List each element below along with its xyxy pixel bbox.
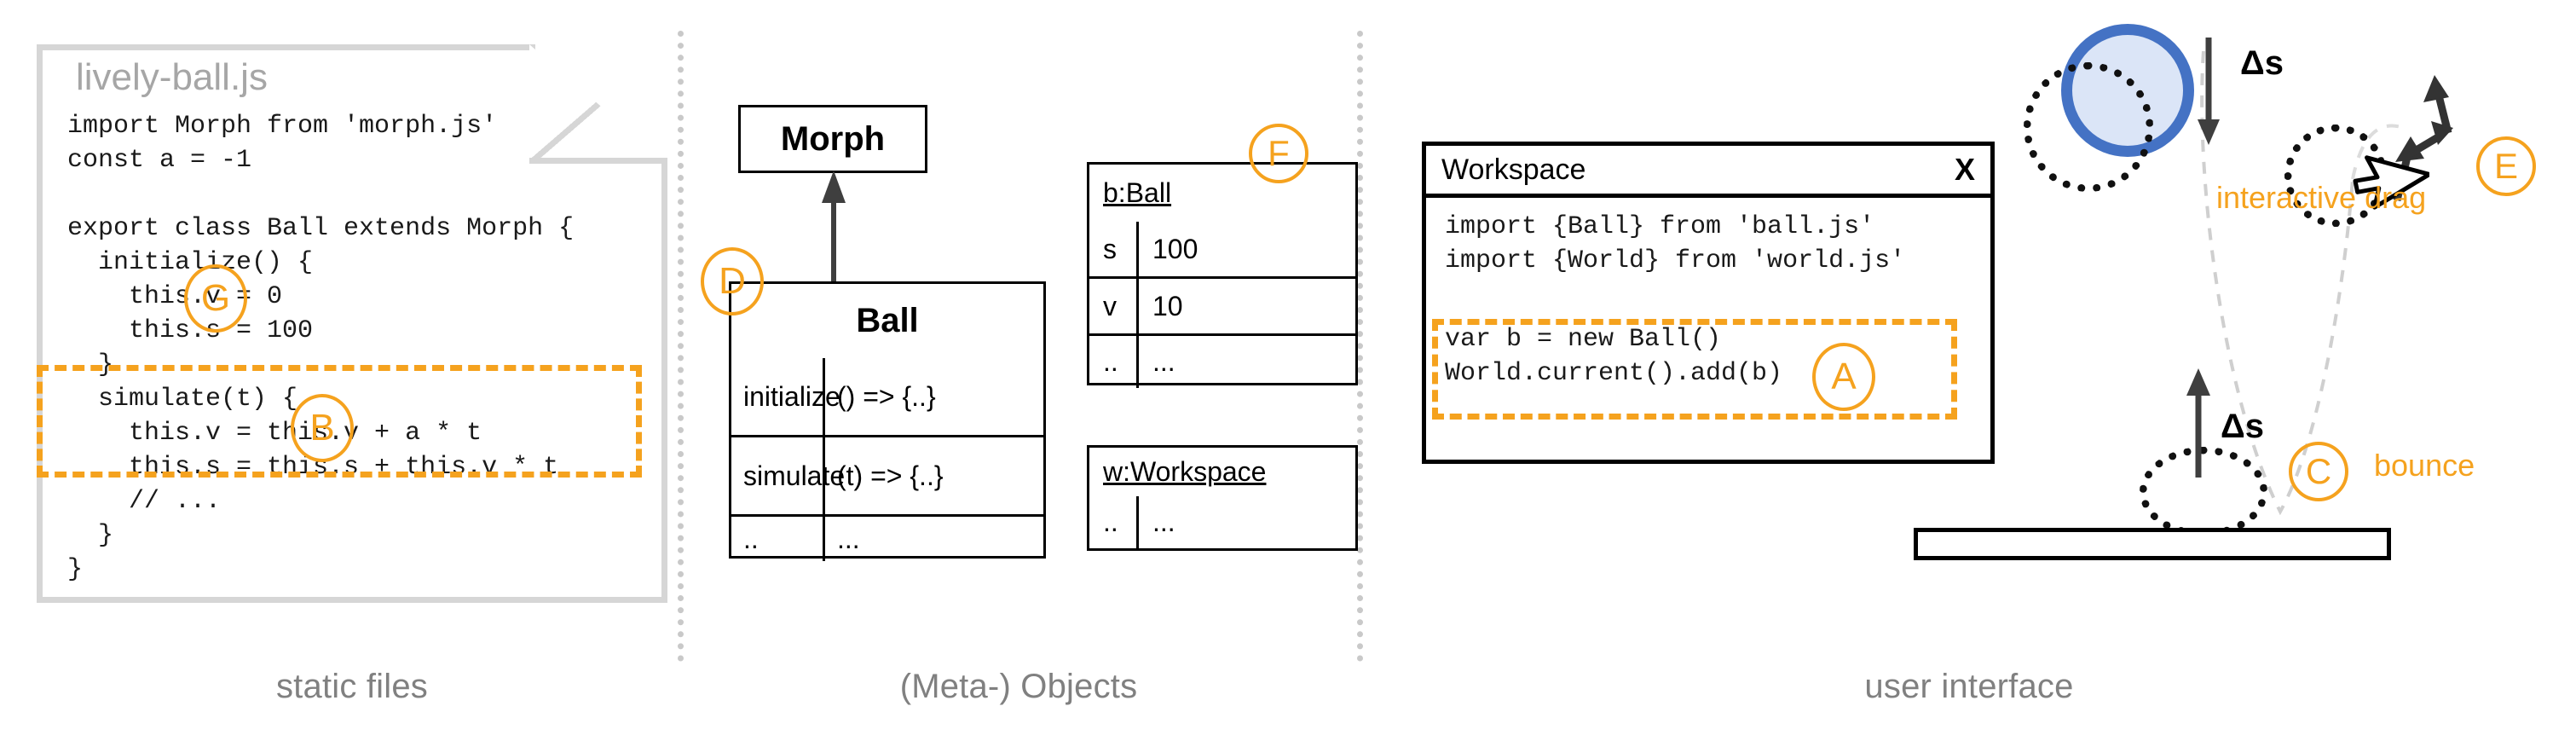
highlight-box-simulate-method [37,365,642,478]
object-b-ball-rows: s 100 v 10 .. ... [1087,222,1358,388]
workspace-snippet-code[interactable]: var b = new Ball() World.current().add(b… [1445,325,1783,388]
object-b-ball-title: b:Ball [1103,177,1172,208]
file-source-code: import Morph from 'morph.js' const a = -… [67,112,575,584]
marker-d: D [701,247,764,316]
source-file-document: lively-ball.js import Morph from 'morph.… [37,44,667,603]
object-w-workspace-header: w:Workspace [1087,445,1358,496]
uml-member-value: () => {..} [837,380,936,412]
uml-member-value: ... [837,523,860,554]
caption-user-interface: user interface [1864,668,2074,705]
object-field-name: v [1089,279,1139,333]
object-field-value: ... [1152,507,1175,537]
uml-member-value: (t) => {..} [837,460,944,491]
delta-s-label-top: Δs [2240,44,2284,82]
delta-s-arrow-down-icon [2198,38,2220,145]
ground-plate [1914,528,2391,560]
marker-f: F [1249,124,1308,183]
object-row: .. ... [1089,496,1355,548]
object-row: s 100 [1089,222,1355,276]
mouse-cursor-icon [2353,155,2429,210]
interactive-drag-label: interactive drag [2216,180,2427,215]
caption-static-files: static files [275,668,428,705]
file-name-label: lively-ball.js [76,56,268,98]
close-icon[interactable]: X [1954,152,1975,187]
object-w-workspace-rows: .. ... [1087,496,1358,551]
uml-member-name: initialize [731,358,840,435]
uml-member-name: .. [731,517,825,561]
uml-class-morph: Morph [738,105,927,173]
marker-b: B [291,394,354,462]
uml-row: simulate (t) => {..} [731,435,1043,514]
delta-s-arrow-up-icon [2186,368,2210,478]
uml-member-name: simulate [731,437,845,514]
uml-row: initialize () => {..} [731,358,1043,435]
document-fold-bottom-edge [528,158,667,165]
drag-vector-arrows-icon [2393,75,2453,202]
object-field-name: .. [1089,336,1139,388]
workspace-title: Workspace [1441,153,1586,186]
highlight-box-workspace-snippet [1432,319,1957,420]
inheritance-arrow-icon [822,171,846,281]
bounce-label: bounce [2374,448,2475,483]
workspace-titlebar[interactable]: Workspace X [1426,146,1990,198]
object-field-name: s [1089,222,1139,276]
object-field-value: 10 [1152,290,1183,321]
column-divider-1 [678,31,684,662]
delta-s-label-bottom: Δs [2221,408,2264,445]
object-field-value: 100 [1152,233,1198,264]
marker-e: E [2476,136,2536,196]
workspace-import-code[interactable]: import {Ball} from 'ball.js' import {Wor… [1445,212,1906,275]
uml-class-ball-members: initialize () => {..} simulate (t) => {.… [729,358,1046,561]
caption-meta-objects: (Meta-) Objects [899,668,1138,705]
ball-trajectory-path [2200,50,2405,516]
object-field-value: ... [1152,346,1175,377]
column-divider-2 [1357,31,1363,662]
object-row: .. ... [1089,333,1355,388]
object-row: v 10 [1089,276,1355,333]
marker-g: G [184,264,247,333]
uml-class-ball-header: Ball [729,281,1046,358]
uml-row: .. ... [731,514,1043,561]
uml-class-ball-name: Ball [856,302,919,339]
uml-class-morph-name: Morph [780,119,886,158]
marker-a: A [1812,343,1875,411]
object-field-name: .. [1089,496,1139,548]
object-w-workspace-title: w:Workspace [1103,456,1267,487]
object-b-ball-header: b:Ball [1087,162,1358,222]
marker-c: C [2289,442,2348,501]
workspace-window[interactable]: Workspace X import {Ball} from 'ball.js'… [1422,142,1995,464]
ball-previous-position-top [2024,62,2153,192]
